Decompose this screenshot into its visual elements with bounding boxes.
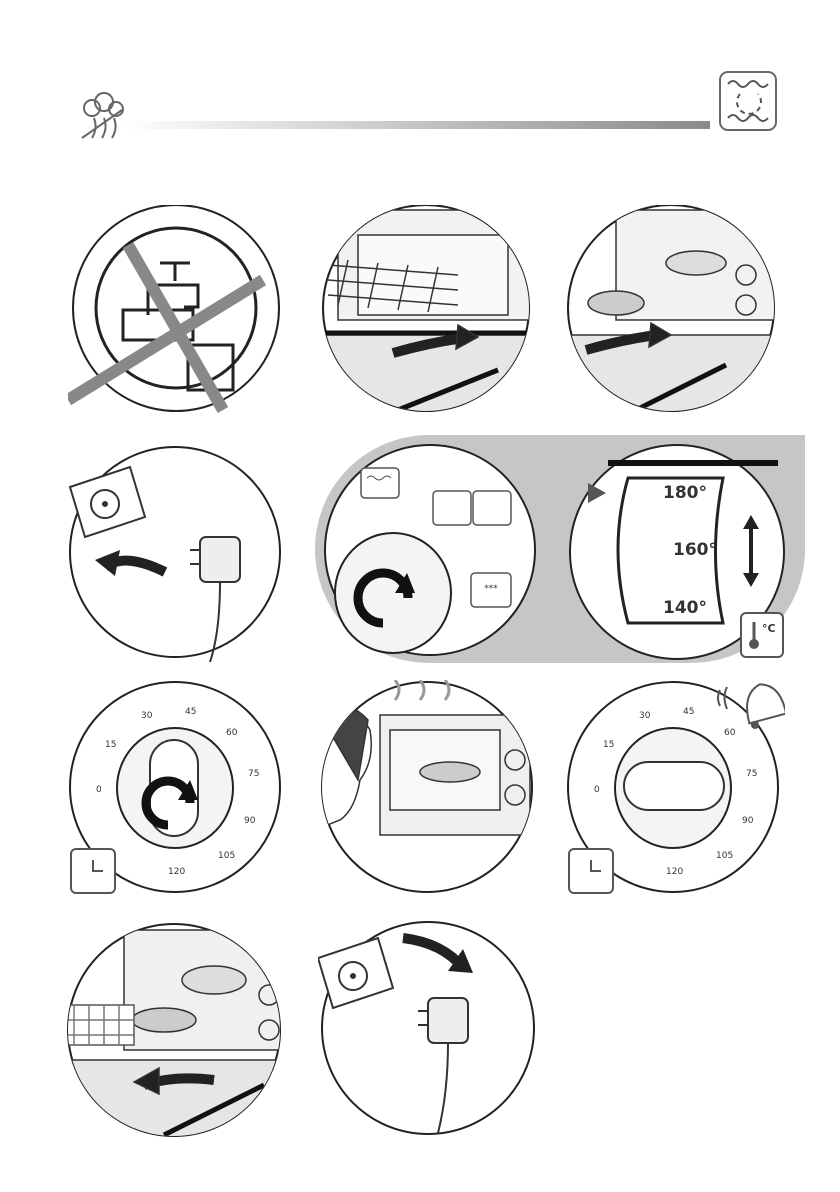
svg-text:105: 105 <box>716 851 733 861</box>
bell-icon <box>715 675 785 735</box>
svg-text:0: 0 <box>96 785 102 795</box>
svg-text:30: 30 <box>639 711 651 721</box>
header-bar <box>70 80 790 150</box>
temp-mark-180: 180° <box>663 483 707 503</box>
celsius-label: °C <box>762 622 776 635</box>
watch-cooking-circle <box>320 680 535 895</box>
remove-dish-circle <box>64 920 284 1140</box>
steam-crossed-icon <box>82 93 123 138</box>
convection-heat-icon <box>718 70 778 132</box>
svg-text:0: 0 <box>594 785 600 795</box>
no-water-circle <box>68 205 288 415</box>
frost-label: *** <box>484 584 498 594</box>
clock-icon <box>70 848 116 894</box>
svg-text:45: 45 <box>185 707 196 717</box>
svg-text:120: 120 <box>666 867 683 877</box>
svg-text:120: 120 <box>168 867 185 877</box>
svg-text:75: 75 <box>746 769 757 779</box>
insert-rack-circle <box>318 205 538 415</box>
plug-in-circle <box>65 442 285 662</box>
svg-text:60: 60 <box>226 728 238 738</box>
insert-dish-circle <box>566 205 776 415</box>
svg-text:75: 75 <box>248 769 259 779</box>
svg-text:15: 15 <box>105 740 116 750</box>
mode-selector-circle: *** <box>323 443 537 657</box>
temp-mark-140: 140° <box>663 598 707 618</box>
svg-text:105: 105 <box>218 851 235 861</box>
svg-text:45: 45 <box>683 707 694 717</box>
svg-text:30: 30 <box>141 711 153 721</box>
unplug-circle <box>318 918 538 1138</box>
clock-icon <box>568 848 614 894</box>
thermometer-icon: °C <box>740 612 784 658</box>
svg-text:15: 15 <box>603 740 614 750</box>
temp-mark-160: 160° <box>673 540 717 560</box>
svg-text:90: 90 <box>742 816 754 826</box>
svg-text:90: 90 <box>244 816 256 826</box>
